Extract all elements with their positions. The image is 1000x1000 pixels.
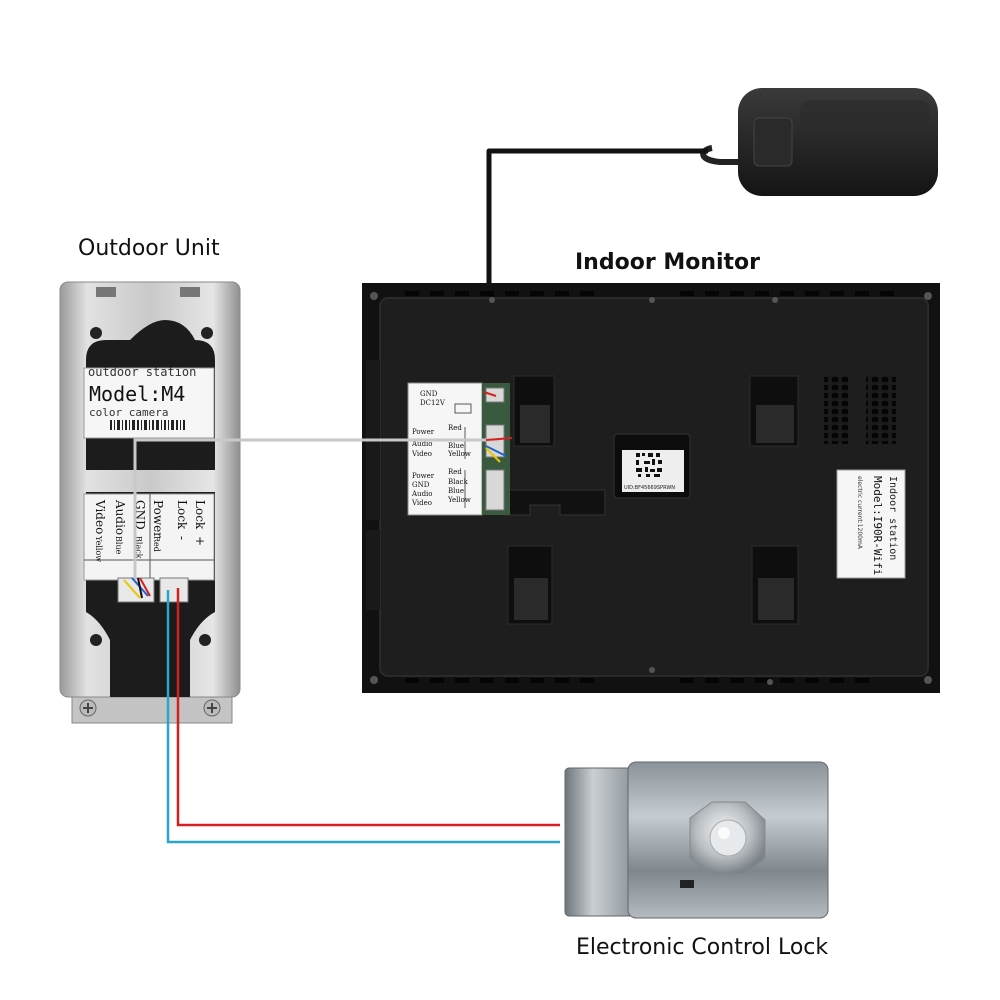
port-top-gnd: GND [420, 390, 438, 398]
indoor-sticker-current: electric current:1200mA [856, 476, 863, 550]
indoor-sticker-header: Indoor station [887, 476, 898, 560]
terminal-power-color: Red [152, 536, 161, 552]
terminal-lock-plus: Lock [193, 500, 207, 530]
outdoor-camera-type: color camera [89, 406, 168, 419]
wire-gray-video-link [133, 438, 500, 580]
indoor-terminal-labels: GND DC12V Power Red Audio Blue Video Yel… [411, 390, 472, 508]
port-mid-video-color: Yellow [447, 450, 471, 458]
port-mid-power: Power [412, 428, 435, 436]
outdoor-connector-wires [123, 577, 151, 599]
indoor-connector-wires [483, 391, 513, 463]
electronic-lock-label: Electronic Control Lock [576, 935, 829, 960]
port-mid-audio-color: Blue [448, 442, 464, 450]
port-top-dc12v: DC12V [420, 399, 446, 407]
port-bot-video-color: Yellow [447, 496, 471, 504]
terminal-audio-color: Blue [114, 536, 123, 555]
outdoor-model: Model:M4 [89, 382, 185, 406]
port-bot-video: Video [411, 499, 432, 507]
port-bot-power-color: Red [448, 468, 462, 476]
terminal-lock-minus: Lock [175, 500, 189, 530]
qr-uid: UID:BF45669SPRWN [624, 485, 675, 491]
port-bot-gnd-color: Black [448, 478, 468, 486]
port-mid-audio: Audio [411, 440, 433, 448]
wire-red-lock-positive [176, 588, 560, 827]
terminal-lock-minus-sign: - [175, 536, 189, 540]
outdoor-terminal-labels: Video Yellow Audio Blue GND Black Power … [93, 499, 207, 562]
outdoor-unit-label: Outdoor Unit [78, 236, 220, 261]
port-bot-audio: Audio [411, 490, 433, 498]
terminal-gnd-color: Black [134, 536, 143, 559]
terminal-video: Video [93, 499, 107, 534]
port-bot-audio-color: Blue [448, 487, 464, 495]
indoor-monitor [362, 283, 940, 693]
port-mid-video: Video [411, 450, 432, 458]
indoor-sticker-model: Model:I90R-Wifi [871, 476, 884, 575]
port-mid-power-color: Red [448, 424, 462, 432]
wire-blue-lock-negative [166, 590, 560, 844]
indoor-monitor-label: Indoor Monitor [575, 250, 761, 275]
electronic-lock [564, 761, 829, 919]
terminal-lock-plus-sign: + [193, 536, 207, 546]
port-bot-gnd: GND [412, 481, 430, 489]
power-adapter [700, 88, 938, 196]
outdoor-station-header: outdoor station [88, 365, 196, 379]
terminal-video-color: Yellow [94, 535, 103, 562]
terminal-audio: Audio [113, 499, 127, 535]
port-bot-power: Power [412, 472, 435, 480]
outdoor-unit [59, 281, 241, 724]
terminal-power: Power [151, 500, 165, 538]
